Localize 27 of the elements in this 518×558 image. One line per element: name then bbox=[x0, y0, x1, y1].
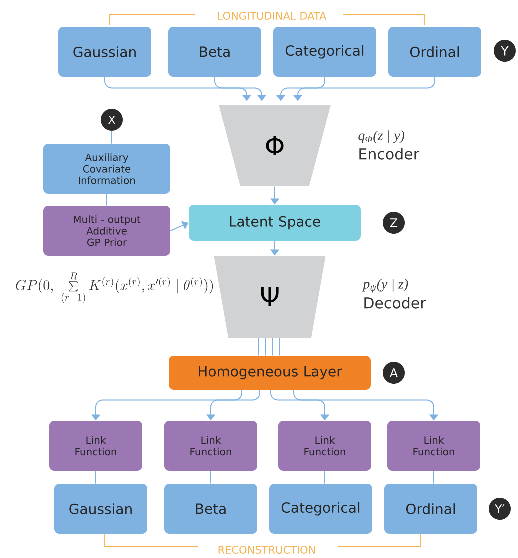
data-type-box: Ordinal bbox=[384, 484, 478, 534]
stage-label: Encoder bbox=[360, 148, 420, 160]
latent-space-box: Latent Space bbox=[189, 205, 361, 241]
covariate-box: Auxiliary Covariate Information bbox=[44, 144, 170, 194]
prior-box: Multi - output Additive GP Prior bbox=[44, 206, 170, 256]
data-type-box: Gaussian bbox=[58, 27, 152, 77]
stage-label: Decoder bbox=[364, 297, 426, 309]
link-function-box: Link Function bbox=[50, 421, 142, 471]
data-type-box: Gaussian bbox=[54, 484, 148, 534]
homogeneous-layer-box: Homogeneous Layer bbox=[169, 356, 371, 390]
section-heading: RECONSTRUCTION bbox=[218, 546, 316, 554]
arrow bbox=[258, 338, 280, 356]
formula-label: q$_{Φ}$(z | y) bbox=[358, 130, 405, 144]
arrow bbox=[170, 221, 189, 232]
section-heading: LONGITUDINAL DATA bbox=[218, 12, 327, 20]
formula-label: p$_{ψ}$(y | z) bbox=[362, 279, 408, 293]
encoder-trapezoid: Φ bbox=[219, 106, 331, 186]
data-type-box: Beta bbox=[168, 27, 262, 77]
data-type-box: Ordinal bbox=[388, 27, 482, 77]
link-function-box: Link Function bbox=[278, 421, 372, 471]
link-function-box: Link Function bbox=[164, 421, 258, 471]
data-type-box: Beta bbox=[164, 484, 258, 534]
decoder-trapezoid: Ψ bbox=[214, 256, 326, 338]
data-type-box: Categorical bbox=[274, 27, 376, 77]
data-type-box: Categorical bbox=[270, 484, 372, 534]
link-function-box: Link Function bbox=[388, 421, 480, 471]
gp-formula: $GP\Big(0,\ \sum\limits_{(r=1)}^{R} K^{(r)}\big(x^{(r)},x'^{(r)} \mid \theta^{(r)}\big)\Big)$ bbox=[16, 272, 214, 304]
